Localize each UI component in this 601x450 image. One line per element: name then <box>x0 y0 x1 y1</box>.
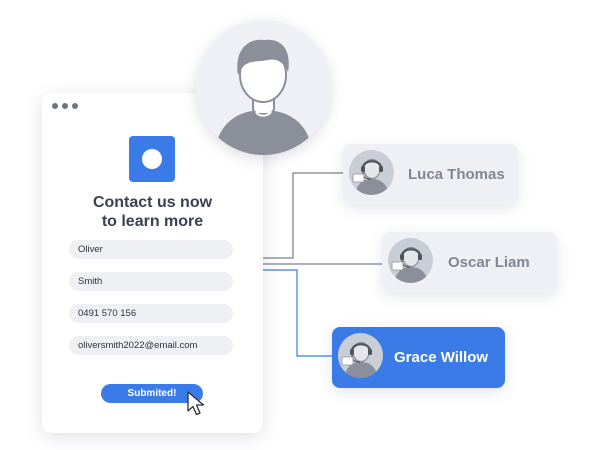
user-avatar-illustration <box>214 39 313 155</box>
agent-avatar-illustration <box>341 341 378 378</box>
phone-field[interactable]: 0491 570 156 <box>69 304 233 323</box>
email-field[interactable]: oliversmith2022@email.com <box>69 336 233 355</box>
headset-agent-icon <box>338 333 383 378</box>
last-name-field[interactable]: Smith <box>69 272 233 291</box>
user-avatar-icon <box>196 20 331 155</box>
window-dot <box>52 103 58 109</box>
brand-logo-circle <box>142 149 162 169</box>
form-title-line-1: Contact us now <box>92 194 213 211</box>
agent-avatar-illustration <box>391 246 428 283</box>
window-dot <box>62 103 68 109</box>
agent-name-label: Oscar Liam <box>448 253 530 271</box>
connector-line-grace <box>263 269 332 357</box>
window-dot <box>72 103 78 109</box>
connector-line-luca <box>263 172 346 259</box>
submit-button[interactable]: Submited! <box>101 384 203 403</box>
first-name-field[interactable]: Oliver <box>69 240 233 259</box>
headset-agent-icon <box>388 238 433 283</box>
agent-card-luca-thomas[interactable]: Luca Thomas <box>343 144 518 204</box>
mouse-pointer-icon <box>187 391 205 416</box>
agent-name-label: Grace Willow <box>394 349 489 366</box>
headset-agent-icon <box>349 150 394 195</box>
window-dots-icon <box>52 103 78 109</box>
brand-logo-icon <box>129 136 175 182</box>
contact-form-window: Contact us now to learn more Oliver Smit… <box>42 93 263 433</box>
form-title: Contact us now to learn more <box>42 193 263 231</box>
form-title-line-2: to learn more <box>101 213 204 230</box>
agent-avatar-illustration <box>352 158 389 195</box>
agent-card-grace-willow[interactable]: Grace Willow <box>332 327 505 388</box>
agent-card-oscar-liam[interactable]: Oscar Liam <box>382 232 557 292</box>
agent-name-label: Luca Thomas <box>408 165 505 183</box>
